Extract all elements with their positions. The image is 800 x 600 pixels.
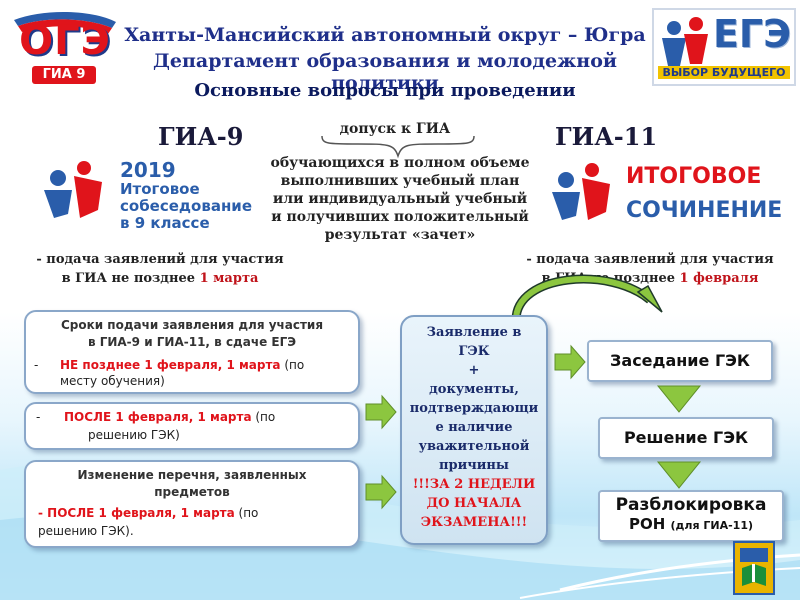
- box1-title-line1: Сроки подачи заявления для участия: [60, 318, 324, 332]
- ege-logo: ЕГЭ ВЫБОР БУДУЩЕГО: [652, 8, 796, 86]
- curved-arrow-icon: [511, 274, 663, 321]
- header-line-3: Основные вопросы при проведении: [194, 80, 576, 101]
- application-line: е наличие: [435, 420, 513, 435]
- step-meeting-label: Заседание ГЭК: [610, 351, 750, 370]
- application-line: документы,: [429, 382, 519, 397]
- box3-item-red: - ПОСЛЕ 1 февраля, 1 марта: [38, 506, 235, 520]
- oge-logo: ОГЭ ГИА 9: [4, 6, 122, 88]
- box2-item-line2: решению ГЭК): [88, 428, 180, 442]
- application-warning: !!!ЗА 2 НЕДЕЛИ: [412, 477, 536, 492]
- gia9-note-line2: в ГИА не позднее 1 марта: [26, 269, 294, 288]
- sobes-year: 2019: [120, 158, 176, 182]
- application-line: причины: [439, 458, 509, 473]
- box2-item-tail: (по: [251, 410, 276, 424]
- box2-bullet: -: [36, 410, 41, 424]
- box1-item-red: НЕ позднее 1 февраля, 1 марта: [60, 358, 281, 372]
- box3-item: - ПОСЛЕ 1 февраля, 1 марта (по: [38, 506, 354, 520]
- admission-line: выполнивших учебный план: [280, 173, 520, 189]
- box1-item: НЕ позднее 1 февраля, 1 марта (по: [60, 358, 356, 372]
- step-unblock-line2: РОН (для ГИА-11): [600, 515, 782, 533]
- application-line: ГЭК: [458, 344, 490, 359]
- step-unblock-ron: Разблокировка РОН (для ГИА-11): [598, 490, 784, 542]
- admission-line: и получивших положительный: [271, 209, 529, 225]
- box2-item: ПОСЛЕ 1 февраля, 1 марта (по: [64, 410, 354, 424]
- gia9-note-text: в ГИА не позднее: [61, 271, 200, 286]
- admission-title: допуск к ГИА: [339, 121, 451, 137]
- admission-text: обучающихся в полном объеме выполнивших …: [262, 154, 538, 244]
- soch-line-2: СОЧИНЕНИЕ: [626, 198, 783, 223]
- people-figures-icon: [44, 161, 102, 218]
- flag-swoosh-icon: [14, 11, 116, 34]
- gia9-deadline-note: - подача заявлений для участия в ГИА не …: [26, 250, 294, 288]
- box3-item-tail: (по: [234, 506, 259, 520]
- step-unblock-line1: Разблокировка: [615, 495, 767, 515]
- box2-item-red: ПОСЛЕ 1 февраля, 1 марта: [64, 410, 252, 424]
- admission-line: или индивидуальный учебный: [272, 191, 528, 207]
- admission-line: результат «зачет»: [324, 227, 476, 243]
- admission-brace-icon: [321, 135, 475, 159]
- deadline-box-2: - ПОСЛЕ 1 февраля, 1 марта (по решению Г…: [24, 402, 360, 450]
- gia9-title: ГИА-9: [158, 122, 244, 151]
- box1-item-line2: месту обучения): [60, 374, 165, 388]
- gia9-note-line1: - подача заявлений для участия: [36, 252, 284, 267]
- oge-logo-text: ОГЭ: [19, 18, 111, 64]
- box3-title-line2: предметов: [154, 485, 230, 499]
- step-decision-gek: Решение ГЭК: [598, 417, 774, 459]
- ege-logo-subtext: ВЫБОР БУДУЩЕГО: [658, 66, 790, 79]
- people-figures-icon: [552, 163, 610, 220]
- deadline-box-1: Сроки подачи заявления для участия в ГИА…: [24, 310, 360, 394]
- emblem-icon: [733, 541, 775, 595]
- gia11-note-date: 1 февраля: [679, 271, 759, 286]
- department-emblem: [732, 540, 776, 596]
- box1-item-tail: (по: [280, 358, 305, 372]
- gia11-title: ГИА-11: [555, 122, 658, 151]
- soch-line-1: ИТОГОВОЕ: [626, 164, 762, 189]
- down-arrow-icon: [656, 461, 702, 489]
- box3-item-line2: решению ГЭК).: [38, 524, 134, 538]
- right-arrow-icon: [365, 394, 397, 430]
- ege-logo-text: ЕГЭ: [712, 12, 792, 56]
- application-box: Заявление в ГЭК + документы, подтверждаю…: [400, 315, 548, 545]
- sobes-line-2: собеседование: [120, 197, 252, 215]
- box3-title-line1: Изменение перечня, заявленных: [77, 468, 307, 482]
- header-line-1: Ханты-Мансийский автономный округ – Югра: [124, 24, 646, 46]
- deadline-box-3: Изменение перечня, заявленных предметов …: [24, 460, 360, 548]
- application-line: +: [468, 363, 480, 378]
- down-arrow-icon: [656, 385, 702, 413]
- application-line: уважительной: [418, 439, 530, 454]
- sochinenie-logo: ИТОГОВОЕ СОЧИНЕНИЕ: [548, 160, 788, 236]
- application-line: Заявление в: [426, 325, 522, 340]
- gia9-note-date: 1 марта: [199, 271, 259, 286]
- application-warning: ЭКЗАМЕНА!!!: [420, 515, 528, 530]
- right-arrow-icon: [554, 344, 586, 380]
- admission-line: обучающихся в полном объеме: [270, 155, 530, 171]
- box1-bullet: -: [34, 358, 39, 372]
- step-decision-label: Решение ГЭК: [623, 428, 749, 447]
- sobesedovanie-logo: 2019 Итоговое собеседование в 9 классе: [40, 158, 252, 234]
- people-figures-icon: [662, 17, 708, 66]
- right-arrow-icon: [365, 474, 397, 510]
- header-line-2: Департамент образования и молодежной пол…: [153, 50, 617, 94]
- application-warning: ДО НАЧАЛА: [426, 496, 522, 511]
- box1-title-line2: в ГИА-9 и ГИА-11, в сдаче ЕГЭ: [87, 335, 297, 349]
- oge-logo-subtext: ГИА 9: [32, 66, 96, 84]
- sobes-line-1: Итоговое: [120, 180, 200, 198]
- step-unblock-ron: РОН: [628, 515, 666, 533]
- sobes-line-3: в 9 классе: [120, 214, 210, 232]
- gia11-note-line1: - подача заявлений для участия: [526, 252, 774, 267]
- step-meeting-gek: Заседание ГЭК: [587, 340, 773, 382]
- application-line: подтверждающи: [409, 401, 539, 416]
- step-unblock-note: (для ГИА-11): [670, 519, 754, 532]
